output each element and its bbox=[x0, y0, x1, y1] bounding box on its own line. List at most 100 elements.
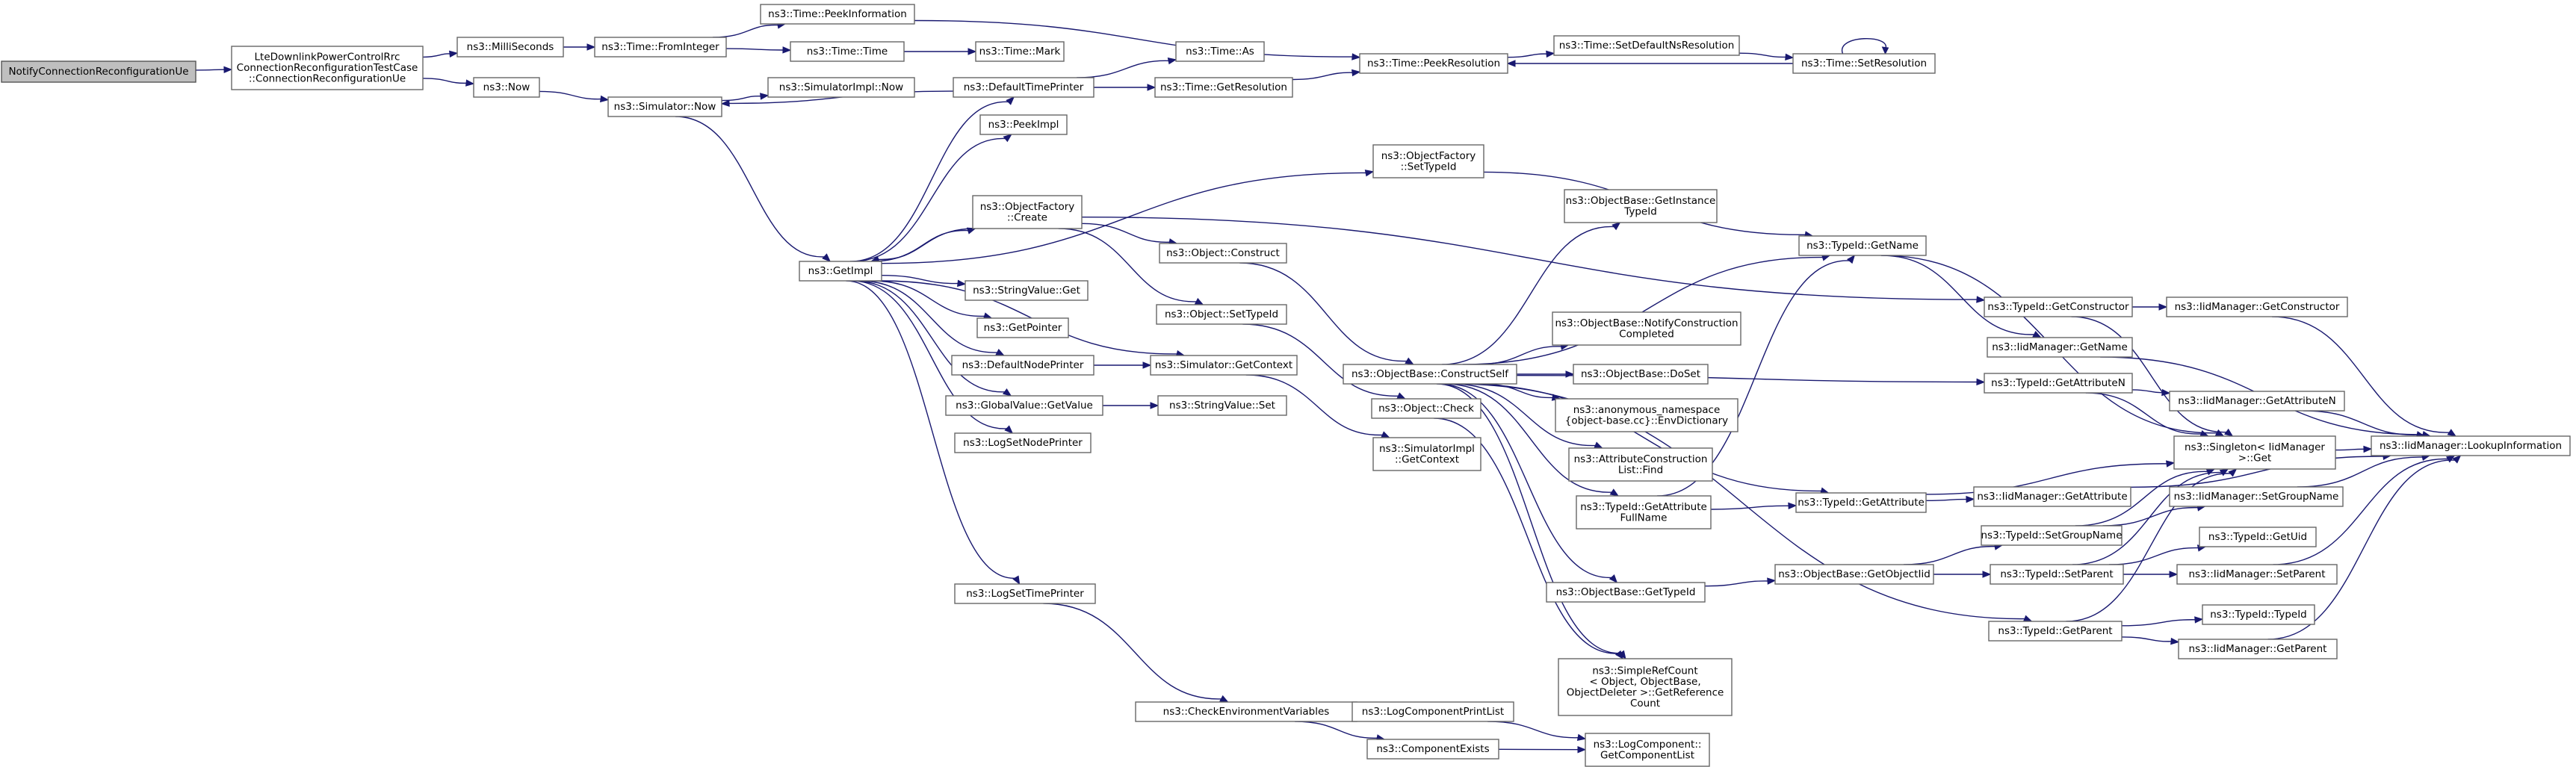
node-label: ns3::Time::SetResolution bbox=[1801, 58, 1927, 69]
node-n60[interactable]: ns3::CheckEnvironmentVariables bbox=[1135, 701, 1357, 722]
node-n14[interactable]: ns3::Time::SetDefaultNsResolution bbox=[1553, 35, 1740, 56]
node-n5[interactable]: ns3::Time::PeekInformation bbox=[760, 4, 915, 25]
node-n31[interactable]: ns3::Object::Check bbox=[1371, 398, 1481, 419]
node-label: ns3::StringValue::Set bbox=[1169, 400, 1275, 412]
node-n35[interactable]: ns3::ObjectBase::NotifyConstructionCompl… bbox=[1552, 311, 1741, 346]
edge-n39-n45 bbox=[1710, 502, 1798, 510]
node-n34[interactable]: ns3::TypeId::GetName bbox=[1798, 235, 1927, 256]
node-n40[interactable]: ns3::ObjectBase::GetTypeId bbox=[1546, 582, 1706, 603]
node-label: ns3::TypeId::GetConstructor bbox=[1987, 301, 2129, 313]
node-n8[interactable]: ns3::Simulator::Now bbox=[607, 96, 722, 117]
node-n45[interactable]: ns3::TypeId::GetAttribute bbox=[1795, 492, 1927, 513]
node-n57[interactable]: ns3::TypeId::TypeId bbox=[2202, 604, 2315, 625]
node-n4[interactable]: ns3::Time::FromInteger bbox=[594, 37, 727, 58]
node-n28[interactable]: ns3::Simulator::GetContext bbox=[1150, 355, 1298, 376]
edge-n15-n13 bbox=[1506, 60, 1793, 67]
node-n52[interactable]: ns3::Singleton< IidManager >::Get bbox=[2173, 435, 2336, 470]
node-label: ns3::Object::Check bbox=[1378, 403, 1474, 414]
node-box bbox=[790, 41, 905, 62]
node-label: ns3::Object::SetTypeId bbox=[1165, 308, 1278, 320]
node-n29[interactable]: ns3::StringValue::Set bbox=[1157, 395, 1287, 416]
node-n50[interactable]: ns3::TypeId::GetParent bbox=[1988, 621, 2123, 642]
edge-n6-n7 bbox=[904, 48, 977, 55]
edge-n62-n63 bbox=[1498, 745, 1587, 754]
node-n3[interactable]: ns3::Now bbox=[473, 77, 540, 98]
node-label: ns3::Object::Construct bbox=[1166, 247, 1280, 259]
node-label: ns3::GetPointer bbox=[984, 322, 1062, 334]
edge-n58-n59 bbox=[2267, 455, 2462, 640]
node-n18[interactable]: ns3::ObjectFactory::Create bbox=[972, 195, 1083, 229]
node-n27[interactable]: ns3::Object::SetTypeId bbox=[1156, 304, 1287, 325]
node-n11[interactable]: ns3::Time::As bbox=[1175, 41, 1265, 62]
node-n30[interactable]: ns3::ObjectBase::ConstructSelf bbox=[1343, 364, 1517, 385]
node-n48[interactable]: ns3::ObjectBase::GetObjectIid bbox=[1774, 564, 1934, 585]
node-label: ::SetTypeId bbox=[1401, 161, 1457, 173]
edge-n25-n60 bbox=[1043, 603, 1229, 703]
node-n22[interactable]: ns3::DefaultNodePrinter bbox=[951, 355, 1095, 376]
node-n41[interactable]: ns3::SimpleRefCount< Object, ObjectBase,… bbox=[1558, 658, 1733, 716]
node-n10[interactable]: ns3::DefaultTimePrinter bbox=[953, 77, 1095, 98]
edge-n50-n58 bbox=[2121, 636, 2180, 645]
node-n26[interactable]: ns3::Object::Construct bbox=[1159, 243, 1287, 264]
node-n7[interactable]: ns3::Time::Mark bbox=[975, 41, 1065, 62]
node-n16[interactable]: ns3::PeekImpl bbox=[979, 114, 1068, 135]
node-n56[interactable]: ns3::IidManager::SetParent bbox=[2176, 564, 2338, 585]
node-label: ns3::IidManager::LookupInformation bbox=[2380, 440, 2562, 452]
node-n58[interactable]: ns3::IidManager::GetParent bbox=[2178, 639, 2338, 659]
node-n59[interactable]: ns3::IidManager::LookupInformation bbox=[2371, 435, 2571, 456]
node-n42[interactable]: ns3::TypeId::GetConstructor bbox=[1984, 296, 2133, 317]
node-n15[interactable]: ns3::Time::SetResolution bbox=[1792, 53, 1936, 74]
node-label: ns3::Singleton< IidManager bbox=[2185, 441, 2325, 453]
node-label: GetComponentList bbox=[1600, 749, 1694, 761]
node-box bbox=[473, 77, 540, 98]
node-label: ns3::LogSetTimePrinter bbox=[966, 588, 1084, 600]
node-box bbox=[1156, 304, 1287, 325]
node-box bbox=[1981, 525, 2123, 546]
node-n47[interactable]: ns3::TypeId::SetGroupName bbox=[1981, 525, 2123, 546]
node-n49[interactable]: ns3::TypeId::SetParent bbox=[1990, 564, 2124, 585]
node-label: ns3::ComponentExists bbox=[1376, 743, 1489, 755]
node-n19[interactable]: ns3::GetImpl bbox=[799, 261, 882, 282]
node-box bbox=[760, 4, 915, 25]
node-n55[interactable]: ns3::TypeId::GetUid bbox=[2199, 527, 2317, 547]
node-n62[interactable]: ns3::ComponentExists bbox=[1366, 739, 1499, 760]
node-n23[interactable]: ns3::GlobalValue::GetValue bbox=[945, 395, 1103, 416]
node-n1[interactable]: LteDownlinkPowerControlRrcConnectionReco… bbox=[231, 46, 424, 90]
node-n61[interactable]: ns3::LogComponentPrintList bbox=[1352, 701, 1514, 722]
node-n43[interactable]: ns3::IidManager::GetName bbox=[1987, 337, 2133, 358]
node-n25[interactable]: ns3::LogSetTimePrinter bbox=[954, 583, 1096, 604]
node-n63[interactable]: ns3::LogComponent::GetComponentList bbox=[1585, 733, 1710, 767]
edge-n10-n12 bbox=[1094, 84, 1157, 91]
node-n17[interactable]: ns3::ObjectFactory::SetTypeId bbox=[1372, 144, 1484, 178]
node-n20[interactable]: ns3::StringValue::Get bbox=[965, 280, 1089, 301]
node-n0[interactable]: NotifyConnectionReconfigurationUe bbox=[1, 60, 196, 83]
edge-n4-n6 bbox=[725, 46, 792, 54]
node-box bbox=[1546, 582, 1706, 603]
node-label: ns3::LogComponent:: bbox=[1594, 739, 1702, 751]
node-label: List::Find bbox=[1618, 464, 1663, 476]
node-n2[interactable]: ns3::MilliSeconds bbox=[456, 37, 564, 58]
node-box bbox=[231, 46, 424, 90]
node-n21[interactable]: ns3::GetPointer bbox=[976, 317, 1069, 338]
node-n9[interactable]: ns3::SimulatorImpl::Now bbox=[767, 77, 915, 98]
edge-n42-n52 bbox=[2071, 316, 2234, 437]
node-n53[interactable]: ns3::IidManager::GetAttributeN bbox=[2169, 391, 2345, 412]
node-n37[interactable]: ns3::anonymous_namespace{object-base.cc}… bbox=[1555, 398, 1739, 432]
node-box bbox=[1973, 486, 2131, 507]
node-label: ns3::Time::As bbox=[1186, 46, 1254, 58]
node-n51[interactable]: ns3::IidManager::GetConstructor bbox=[2166, 296, 2348, 317]
node-n6[interactable]: ns3::Time::Time bbox=[790, 41, 905, 62]
edge-n2-n4 bbox=[563, 43, 596, 51]
node-n32[interactable]: ns3::SimulatorImpl::GetContext bbox=[1372, 437, 1481, 471]
node-label: ns3::ObjectBase::GetTypeId bbox=[1556, 586, 1696, 598]
node-n24[interactable]: ns3::LogSetNodePrinter bbox=[954, 432, 1092, 453]
node-n44[interactable]: ns3::TypeId::GetAttributeN bbox=[1984, 373, 2133, 394]
node-n46[interactable]: ns3::IidManager::GetAttribute bbox=[1973, 486, 2131, 507]
node-n13[interactable]: ns3::Time::PeekResolution bbox=[1359, 53, 1508, 74]
node-n12[interactable]: ns3::Time::GetResolution bbox=[1154, 77, 1293, 98]
node-n36[interactable]: ns3::ObjectBase::DoSet bbox=[1573, 364, 1709, 385]
node-n54[interactable]: ns3::IidManager::SetGroupName bbox=[2169, 486, 2344, 507]
